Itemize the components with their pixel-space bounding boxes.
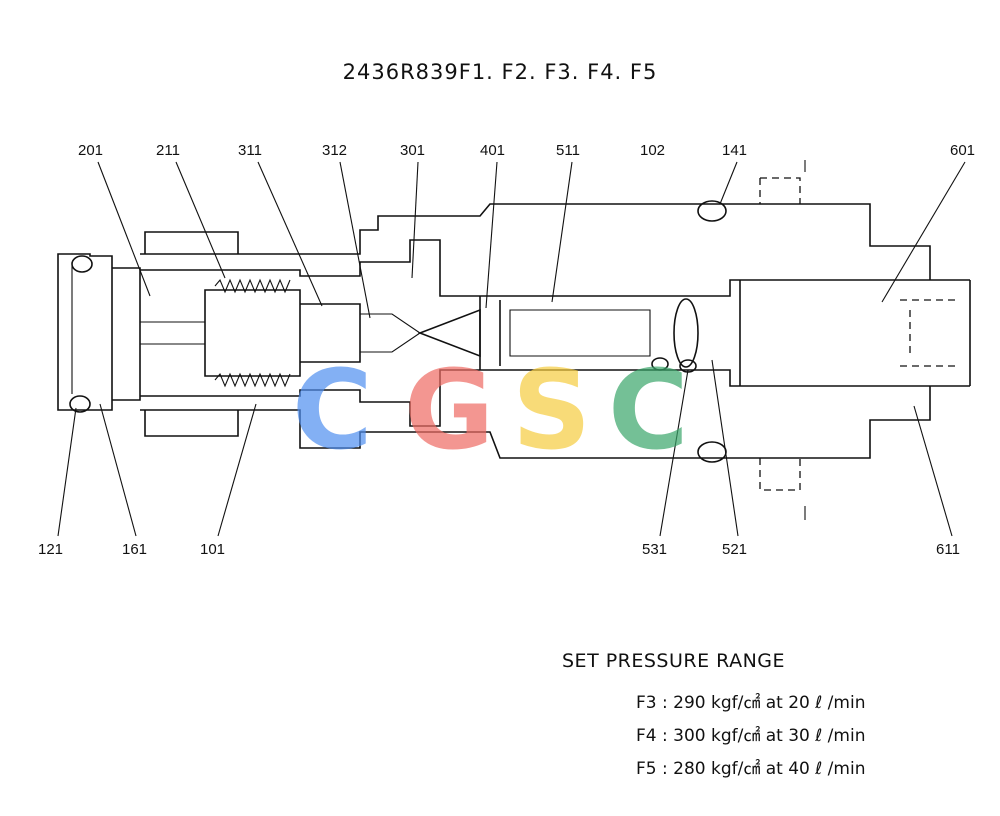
part-label-101: 101 [200,541,225,558]
pressure-row-f3: F3 : 290 kgf/㎠ at 20 ℓ /min [636,693,866,713]
part-label-311: 311 [238,142,262,159]
valve-body-outline [57,160,971,520]
part-label-521: 521 [722,541,747,558]
watermark-letter: G [404,346,494,474]
part-label-511: 511 [556,142,580,159]
set-pressure-heading: SET PRESSURE RANGE [562,650,786,672]
watermark-letter: S [512,346,591,474]
set-pressure-range: SET PRESSURE RANGE F3 : 290 kgf/㎠ at 20 … [562,650,865,787]
pressure-row-f4: F4 : 300 kgf/㎠ at 30 ℓ /min [636,726,866,746]
part-label-141: 141 [722,142,747,159]
part-label-201: 201 [78,142,103,159]
watermark-letter: C [292,346,373,474]
part-label-301: 301 [400,142,425,159]
part-number-labels: 201 211 311 312 301 401 511 102 141 601 … [38,142,975,558]
part-label-312: 312 [322,142,347,159]
cgsc-watermark: C G S C [292,346,689,474]
drawing-title: 2436R839F1. F2. F3. F4. F5 [342,60,658,84]
part-label-121: 121 [38,541,63,558]
part-label-531: 531 [642,541,667,558]
part-label-211: 211 [156,142,180,159]
part-label-601: 601 [950,142,975,159]
part-label-611: 611 [936,541,960,558]
pressure-row-f5: F5 : 280 kgf/㎠ at 40 ℓ /min [636,759,866,779]
leader-lines [57,161,966,537]
part-label-102: 102 [640,142,665,159]
part-label-401: 401 [480,142,505,159]
part-label-161: 161 [122,541,147,558]
watermark-letter: C [608,346,689,474]
